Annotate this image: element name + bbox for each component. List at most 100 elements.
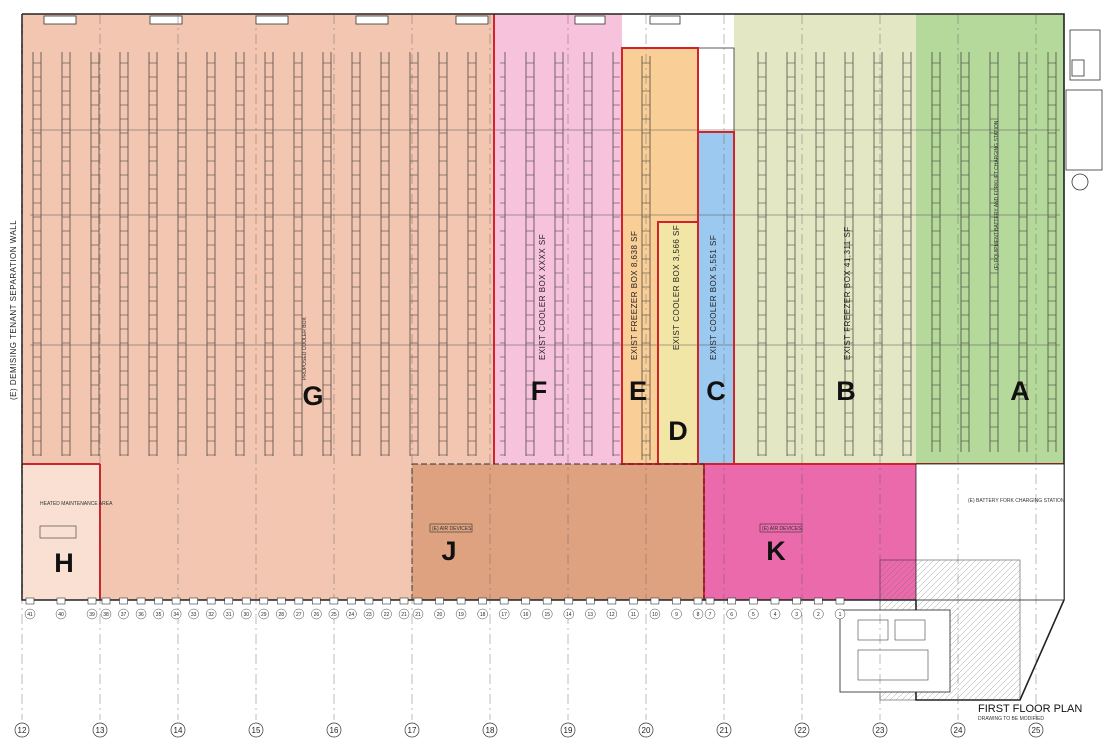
dock-door — [101, 597, 111, 605]
grid-bubble-17 — [404, 722, 420, 738]
dock-door-number: 9 — [675, 612, 678, 618]
dock-door-number: 32 — [208, 612, 214, 618]
dock-door-bubble — [649, 608, 661, 620]
grid-label-24: 24 — [954, 726, 963, 735]
dock-door-bubble — [188, 608, 199, 620]
zone-label-F: F — [531, 376, 548, 406]
grid-bubble-20 — [638, 722, 654, 738]
dock-door — [399, 597, 409, 605]
dock-door-number: 4 — [774, 612, 777, 618]
dock-door-number: 21 — [415, 612, 421, 618]
dock-door-number: 17 — [501, 612, 507, 618]
dock-door-number: 20 — [437, 612, 443, 618]
dock-door-number: 30 — [243, 612, 249, 618]
dock-door-bubble — [477, 608, 488, 620]
dock-door — [206, 597, 216, 605]
zone-label-B: B — [836, 376, 856, 406]
dock-door-number: 25 — [331, 612, 337, 618]
dock-door — [347, 597, 356, 605]
h-area-note: HEATED MAINTENANCE AREA — [40, 501, 113, 507]
dock-door-number: 29 — [261, 612, 267, 618]
dock-door-number: 2 — [817, 612, 820, 618]
dock-door-bubble — [769, 608, 781, 620]
grid-bubble-19 — [560, 722, 576, 738]
grid-label-19: 19 — [564, 726, 573, 735]
dock-door — [382, 597, 391, 605]
dock-door — [607, 597, 617, 605]
zone-H — [22, 464, 100, 600]
dock-door — [814, 597, 823, 605]
dock-door-bubble — [563, 608, 575, 620]
dock-door — [770, 597, 780, 605]
zone-label-D: D — [668, 416, 688, 446]
dock-door-number: 14 — [566, 612, 572, 618]
dock-door-bubble — [205, 608, 217, 620]
dock-door-bubble — [223, 608, 234, 620]
dock-door — [435, 597, 444, 605]
office-area — [839, 463, 1065, 701]
dock-door — [294, 597, 304, 605]
dock-door-number: 41 — [27, 612, 33, 618]
dock-door-bubble — [704, 608, 716, 620]
dock-door — [224, 597, 234, 605]
dock-door-bubble — [240, 608, 252, 620]
grid-label-25: 25 — [1032, 726, 1041, 735]
grid-bubble-23 — [872, 722, 888, 738]
dock-door-bubble — [328, 608, 340, 620]
grid-label-23: 23 — [876, 726, 885, 735]
dock-door-number: 1 — [839, 612, 842, 618]
dock-door — [312, 597, 321, 605]
grid-label-20: 20 — [642, 726, 651, 735]
dock-door-bubble — [276, 608, 287, 620]
dock-door-bubble — [748, 608, 759, 620]
dock-door-bubble — [258, 608, 270, 620]
dock-door — [672, 597, 681, 605]
dock-door — [835, 597, 845, 605]
dock-door — [705, 597, 715, 605]
dock-door — [329, 597, 339, 605]
dock-door-bubble — [24, 608, 36, 620]
dock-door-number: 7 — [709, 612, 712, 618]
grid-label-22: 22 — [798, 726, 807, 735]
zone-C — [698, 132, 734, 464]
dock-door-number: 33 — [191, 612, 197, 618]
grid-bubble-16 — [326, 722, 342, 738]
dock-door-bubble — [293, 608, 305, 620]
dock-door — [749, 597, 758, 605]
dock-door — [56, 597, 66, 605]
dock-door-number: 36 — [138, 612, 144, 618]
a-area-note: (E) EQUIPMENT BATTERY AND FORKLIFT CHARG… — [994, 120, 1000, 270]
dock-door — [25, 597, 35, 605]
roof-units — [43, 15, 681, 25]
dock-door — [521, 597, 530, 605]
dock-door-bubble — [834, 608, 846, 620]
dock-door — [119, 597, 128, 605]
charging-note: (E) BATTERY FORK CHARGING STATION — [968, 498, 1065, 504]
dock-door — [629, 597, 638, 605]
dock-door-number: 11 — [631, 612, 636, 618]
box-label-F: EXIST COOLER BOX XXXX SF — [538, 234, 547, 360]
dock-door-number: 27 — [296, 612, 302, 618]
dock-door — [413, 597, 423, 605]
dock-door-number: 13 — [588, 612, 594, 618]
dock-door-bubble — [135, 608, 147, 620]
dock-door-number: 3 — [795, 612, 798, 618]
dock-door-bubble — [692, 608, 704, 620]
grid-label-13: 13 — [96, 726, 105, 735]
dock-door-number: 6 — [730, 612, 733, 618]
dock-door-bubble — [791, 608, 802, 620]
dock-door-bubble — [671, 608, 682, 620]
dock-door-number: 15 — [544, 612, 550, 618]
dock-door-bubble — [498, 608, 510, 620]
grid-bubble-25 — [1028, 722, 1044, 738]
dock-door-number: 24 — [349, 612, 355, 618]
grid-bubble-14 — [170, 722, 186, 738]
dock-door-bubble — [628, 608, 639, 620]
dock-door-number: 19 — [458, 612, 464, 618]
dock-door-bubble — [381, 608, 392, 620]
dock-door-number: 5 — [752, 612, 755, 618]
dock-door-bubble — [434, 608, 445, 620]
dock-door-bubble — [363, 608, 375, 620]
